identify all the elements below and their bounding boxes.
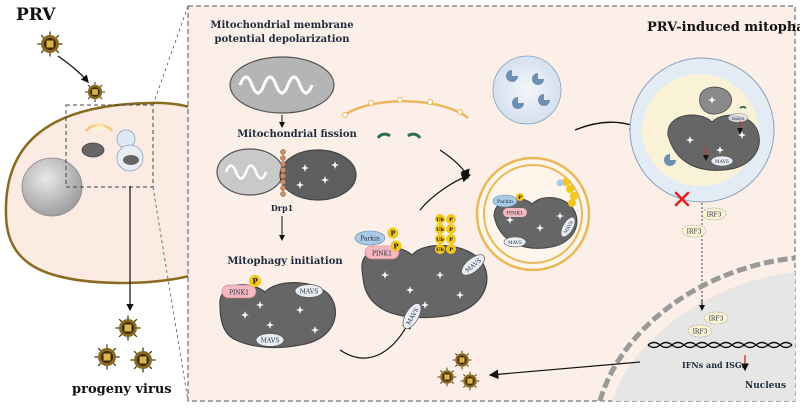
svg-text:MAVS: MAVS bbox=[732, 116, 745, 121]
fission-label: Mitochondrial fission bbox=[237, 129, 357, 140]
progeny-virion-icon bbox=[93, 343, 121, 371]
lysosome bbox=[492, 55, 562, 125]
irf3-nuclear bbox=[703, 311, 729, 325]
parkin-recruited-mitochondrion bbox=[361, 244, 488, 319]
mechanism-panel: PRV-induced mitophagy Mitochondrial memb… bbox=[187, 5, 800, 402]
ubiquitin-chain: Ub Ub Ub Ub P P P P bbox=[435, 214, 456, 254]
svg-text:IRF3: IRF3 bbox=[693, 329, 708, 336]
pink1-label: PINK1 bbox=[229, 290, 249, 297]
svg-text:Parkin: Parkin bbox=[497, 199, 514, 205]
dividing-mitochondrion bbox=[216, 148, 357, 201]
irf3-protein bbox=[701, 207, 727, 221]
nucleus-label: Nucleus bbox=[745, 381, 786, 391]
phosphate-label: P bbox=[252, 277, 258, 286]
progeny-virion-icon bbox=[114, 314, 142, 342]
depolarization-label: Mitochondrial membrane bbox=[210, 20, 353, 31]
svg-text:P: P bbox=[394, 243, 399, 251]
nuclear-envelope bbox=[597, 255, 796, 402]
initiation-label: Mitophagy initiation bbox=[227, 256, 343, 267]
prv-label: PRV bbox=[16, 5, 56, 25]
entering-virus-icon bbox=[84, 81, 106, 103]
irf3-nuclear-2 bbox=[687, 324, 713, 338]
mavs-label: MAVS bbox=[300, 289, 319, 296]
zoom-box bbox=[65, 104, 154, 188]
prv-virion-icon bbox=[36, 30, 64, 58]
mavs-label-2: MAVS bbox=[261, 338, 280, 345]
irf3-protein-2 bbox=[681, 224, 707, 238]
mavs-protein-4 bbox=[402, 303, 422, 329]
svg-text:Ub: Ub bbox=[436, 237, 444, 243]
svg-text:P: P bbox=[449, 237, 453, 243]
inhibit-mark bbox=[674, 191, 690, 207]
parkin-protein bbox=[354, 230, 386, 246]
pink1-label-2: PINK1 bbox=[372, 251, 392, 258]
svg-text:Ub: Ub bbox=[436, 227, 444, 233]
phosphate-badge bbox=[249, 275, 261, 287]
panel-title: PRV-induced mitophagy bbox=[647, 20, 800, 35]
svg-text:P: P bbox=[449, 227, 453, 233]
mavs-protein-3 bbox=[461, 254, 485, 276]
mavs-protein bbox=[294, 284, 324, 298]
dna-helix bbox=[647, 341, 793, 349]
svg-text:P: P bbox=[391, 230, 396, 238]
pink1-protein bbox=[221, 284, 257, 299]
svg-text:IRF3: IRF3 bbox=[709, 316, 724, 323]
progeny-virion-icon bbox=[129, 346, 157, 374]
parkin-label: Parkin bbox=[360, 236, 380, 243]
autophagosome bbox=[475, 156, 591, 272]
progeny-virus-label: progeny virus bbox=[72, 382, 172, 397]
svg-text:PINK1: PINK1 bbox=[507, 211, 524, 217]
svg-text:MAVS: MAVS bbox=[508, 240, 522, 246]
svg-text:P: P bbox=[518, 195, 522, 201]
svg-text:Ub: Ub bbox=[436, 217, 444, 223]
depolarization-label-2: potential depolarization bbox=[215, 34, 351, 45]
pink1-protein-2 bbox=[364, 245, 400, 260]
svg-text:IRF3: IRF3 bbox=[707, 212, 722, 219]
autolysosome bbox=[629, 57, 775, 203]
phagophore-membrane bbox=[342, 97, 469, 139]
drp1-label: Drp1 bbox=[271, 203, 293, 213]
svg-text:MAVS: MAVS bbox=[715, 159, 729, 165]
depolarized-mitochondrion bbox=[229, 56, 335, 114]
ifn-isg-label: IFNs and ISGs bbox=[682, 360, 747, 370]
svg-text:P: P bbox=[449, 217, 453, 223]
mavs-protein-2 bbox=[255, 333, 285, 347]
svg-text:P: P bbox=[449, 247, 453, 253]
svg-text:IRF3: IRF3 bbox=[687, 229, 702, 236]
initiation-mitochondrion bbox=[219, 282, 337, 349]
svg-text:Ub: Ub bbox=[436, 247, 444, 253]
